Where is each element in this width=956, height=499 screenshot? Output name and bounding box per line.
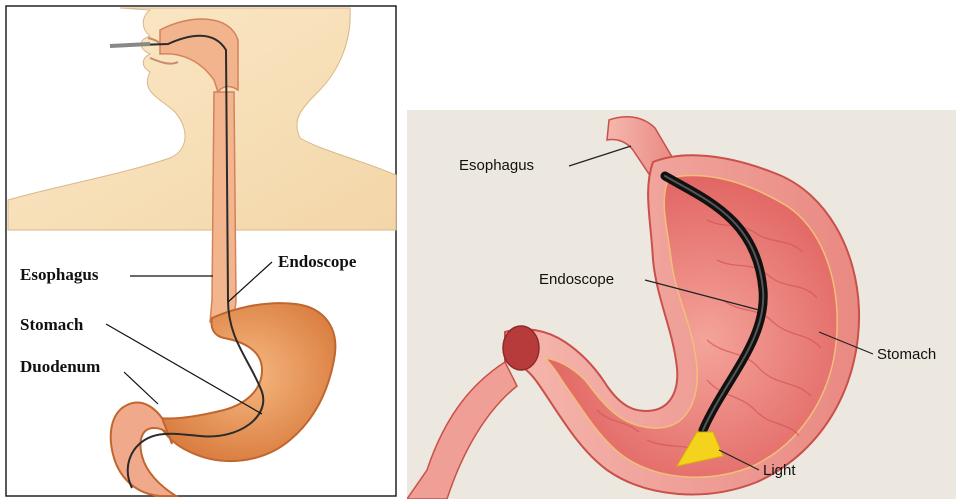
label-stomach-right: Stomach	[877, 346, 936, 363]
left-diagram-panel: Esophagus Endoscope Stomach Duodenum	[0, 0, 400, 499]
label-light-right: Light	[763, 462, 796, 479]
right-diagram-panel: Esophagus Endoscope Stomach Light	[407, 110, 956, 499]
right-diagram: Esophagus Endoscope Stomach Light	[407, 110, 956, 499]
label-esophagus-left: Esophagus	[20, 265, 99, 284]
label-endoscope-right: Endoscope	[539, 271, 614, 288]
label-endoscope-left: Endoscope	[278, 252, 357, 271]
pylorus-opening	[503, 326, 539, 370]
endoscope-handle	[110, 44, 150, 46]
label-esophagus-right: Esophagus	[459, 157, 534, 174]
label-stomach-left: Stomach	[20, 315, 84, 334]
label-duodenum-left: Duodenum	[20, 357, 100, 376]
left-diagram: Esophagus Endoscope Stomach Duodenum	[0, 0, 400, 499]
esophagus-tube	[210, 92, 236, 322]
